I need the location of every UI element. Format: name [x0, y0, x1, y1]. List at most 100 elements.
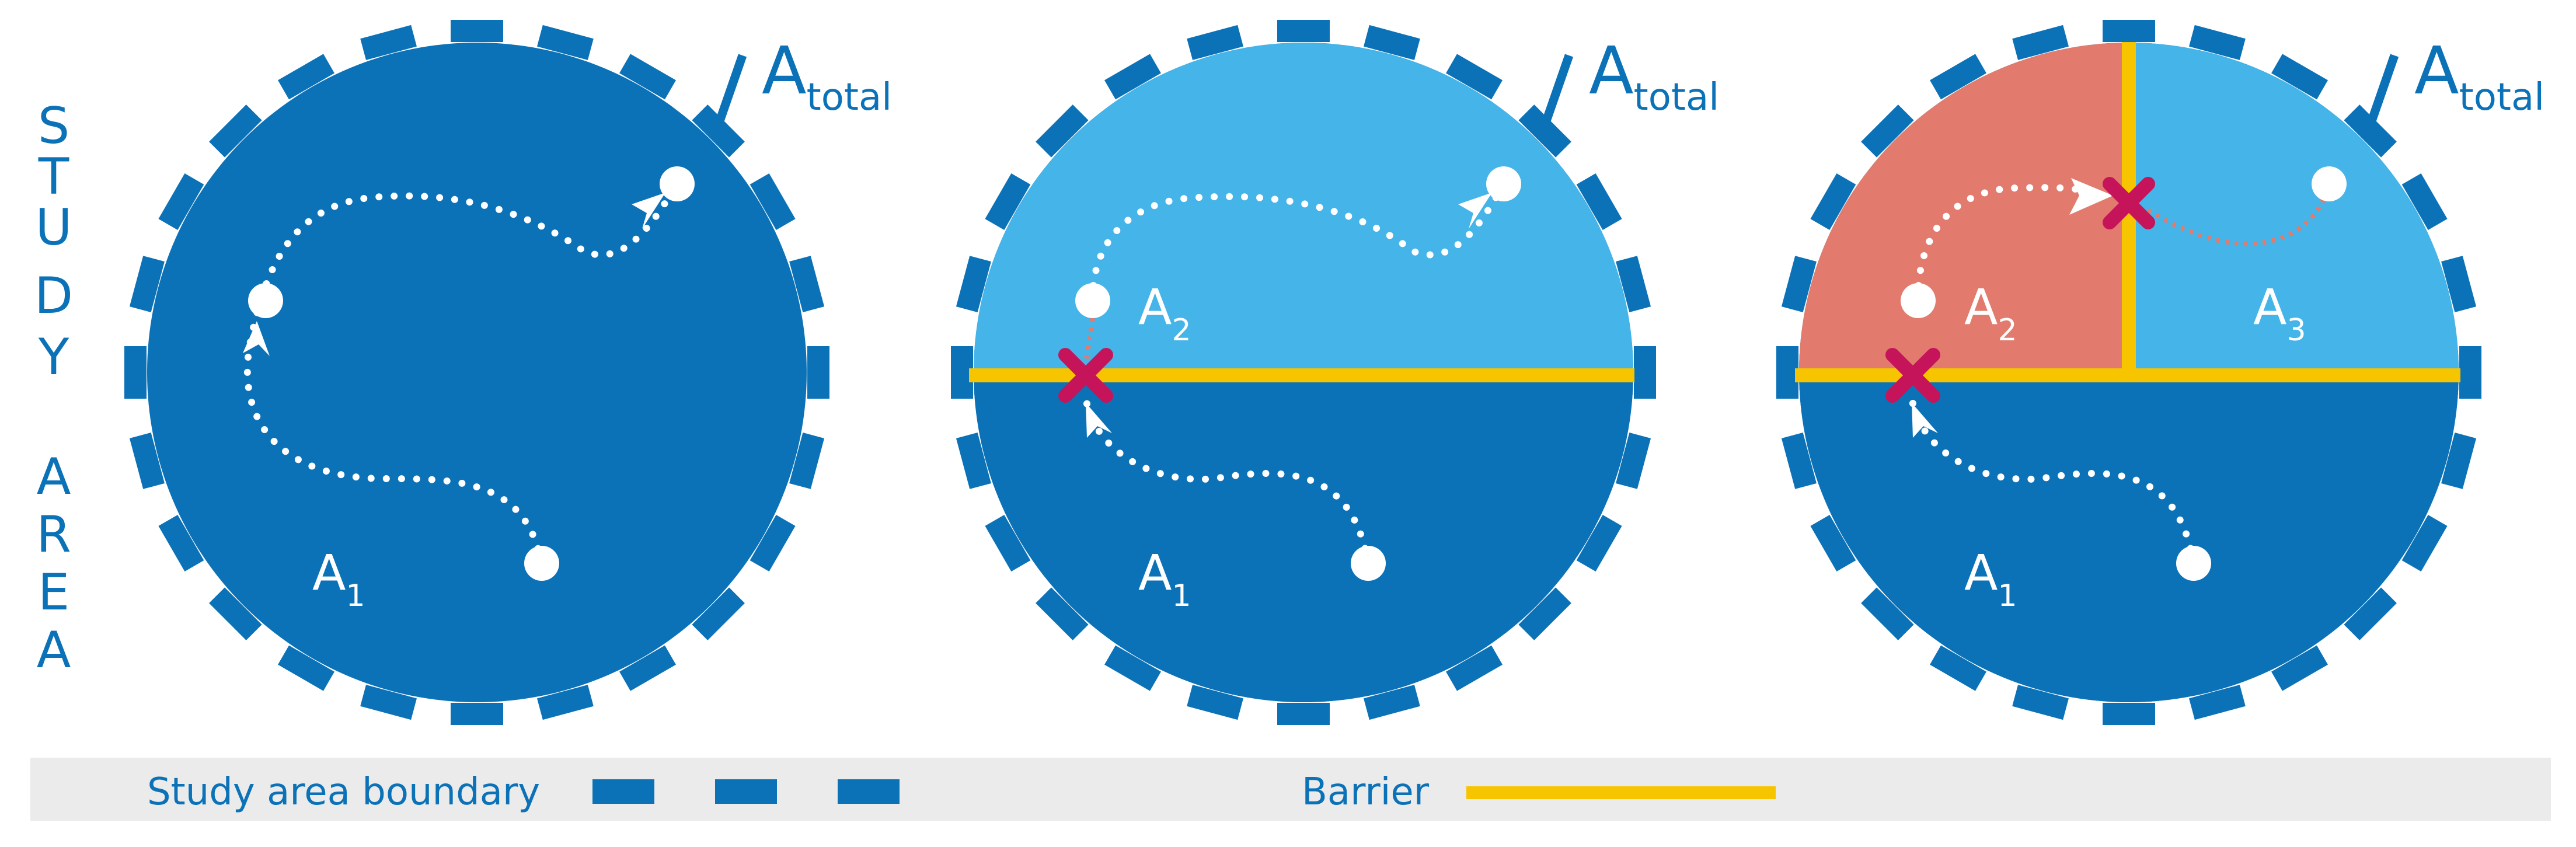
boundary-tick [1616, 433, 1651, 489]
movement-path [1089, 180, 1507, 304]
start-point [1351, 546, 1386, 581]
boundary-tick [1187, 685, 1243, 720]
boundary-tick [1776, 346, 1798, 399]
study-letter-2: T [38, 148, 69, 206]
boundary-tick [129, 256, 165, 312]
area-a2-label: A2 [1964, 278, 2017, 348]
boundary-tick [1036, 587, 1089, 640]
boundary-tick [1930, 54, 1986, 100]
area-letter-4: A [37, 621, 71, 679]
boundary-tick [1277, 20, 1330, 42]
boundary-tick [956, 433, 991, 489]
area-a2-label: A2 [1138, 278, 1191, 348]
waypoint [1075, 283, 1110, 318]
boundary-tick [360, 25, 417, 60]
boundary-tick [2189, 25, 2246, 60]
boundary-tick [1781, 433, 1817, 489]
boundary-tick [129, 433, 165, 489]
study-letter-4: D [34, 267, 73, 325]
boundary-tick [956, 256, 991, 312]
boundary-tick [1576, 515, 1622, 571]
a-total-annotation-1: Atotal [714, 33, 892, 124]
boundary-tick [2344, 587, 2397, 640]
legend-boundary-label: Study area boundary [147, 771, 540, 814]
area-a1-label: A1 [312, 544, 365, 614]
boundary-tick [537, 25, 594, 60]
boundary-tick [2189, 685, 2246, 720]
arrowhead-icon [632, 193, 665, 229]
area-a1-region [1799, 372, 2459, 702]
boundary-tick [451, 703, 503, 725]
study-letter-1: S [38, 97, 70, 155]
study-letter-3: U [36, 198, 72, 257]
study-area-3: A2 A3 A1 [1776, 20, 2481, 725]
legend-boundary-dash [592, 779, 654, 804]
legend-barrier-label: Barrier [1302, 771, 1430, 814]
boundary-tick [1446, 54, 1503, 100]
arrowhead-icon [1458, 193, 1492, 229]
boundary-ticks-3 [1776, 20, 2481, 725]
boundary-tick [1187, 25, 1243, 60]
legend: Study area boundary Barrier [30, 758, 2551, 821]
boundary-tick [1104, 645, 1161, 691]
waypoint [248, 283, 283, 318]
boundary-tick [2344, 104, 2397, 158]
boundary-tick [451, 20, 503, 42]
cross-icon [1885, 348, 1940, 403]
start-point [2176, 546, 2211, 581]
boundary-tick [692, 104, 745, 158]
waypoint [1901, 283, 1936, 318]
boundary-tick [2441, 433, 2477, 489]
boundary-tick [158, 173, 204, 230]
boundary-tick [2271, 54, 2328, 100]
boundary-tick [1634, 346, 1656, 399]
cross-icon [1058, 348, 1113, 403]
boundary-tick [807, 346, 829, 399]
legend-boundary-dash [715, 779, 777, 804]
boundary-tick [1364, 25, 1420, 60]
movement-path [1082, 393, 1372, 567]
boundary-tick [750, 515, 796, 571]
boundary-ticks-2 [951, 20, 1656, 725]
svg-text:Atotal: Atotal [762, 33, 892, 119]
boundary-tick [2012, 25, 2069, 60]
boundary-tick [692, 587, 745, 640]
study-area-1: A1 [124, 20, 829, 725]
boundary-tick [1104, 54, 1161, 100]
boundary-tick [2271, 645, 2328, 691]
boundary-tick [1861, 104, 1914, 158]
boundary-tick [1446, 645, 1503, 691]
boundary-tick [985, 515, 1031, 571]
area-a3-label: A3 [2253, 278, 2306, 348]
boundary-tick [360, 685, 417, 720]
legend-barrier-line [1466, 786, 1776, 799]
area-a1-region [974, 372, 1633, 702]
boundary-tick [619, 54, 676, 100]
legend-boundary-dash [838, 779, 900, 804]
boundary-ticks-1 [124, 20, 829, 725]
boundary-tick [2103, 20, 2155, 42]
boundary-tick [209, 587, 262, 640]
boundary-tick [537, 685, 594, 720]
start-point [524, 546, 559, 581]
study-area-vertical-label: S T U D Y A R E A [34, 97, 73, 679]
area-letter-3: E [38, 563, 69, 622]
boundary-tick [158, 515, 204, 571]
boundary-tick [278, 54, 334, 100]
boundary-tick [2459, 346, 2481, 399]
boundary-tick [1810, 173, 1856, 230]
cross-icon [2103, 177, 2155, 229]
end-point [2312, 166, 2347, 201]
boundary-tick [2401, 515, 2448, 571]
boundary-tick [789, 433, 825, 489]
area-a1-label: A1 [1964, 544, 2017, 614]
boundary-tick [1616, 256, 1651, 312]
arrowhead-icon [1086, 403, 1112, 438]
movement-path [243, 180, 681, 567]
end-point [1486, 166, 1521, 201]
a-total-annotation-2: Atotal [1541, 33, 1719, 124]
end-point [660, 166, 695, 201]
boundary-tick [1518, 587, 1571, 640]
boundary-tick [619, 645, 676, 691]
